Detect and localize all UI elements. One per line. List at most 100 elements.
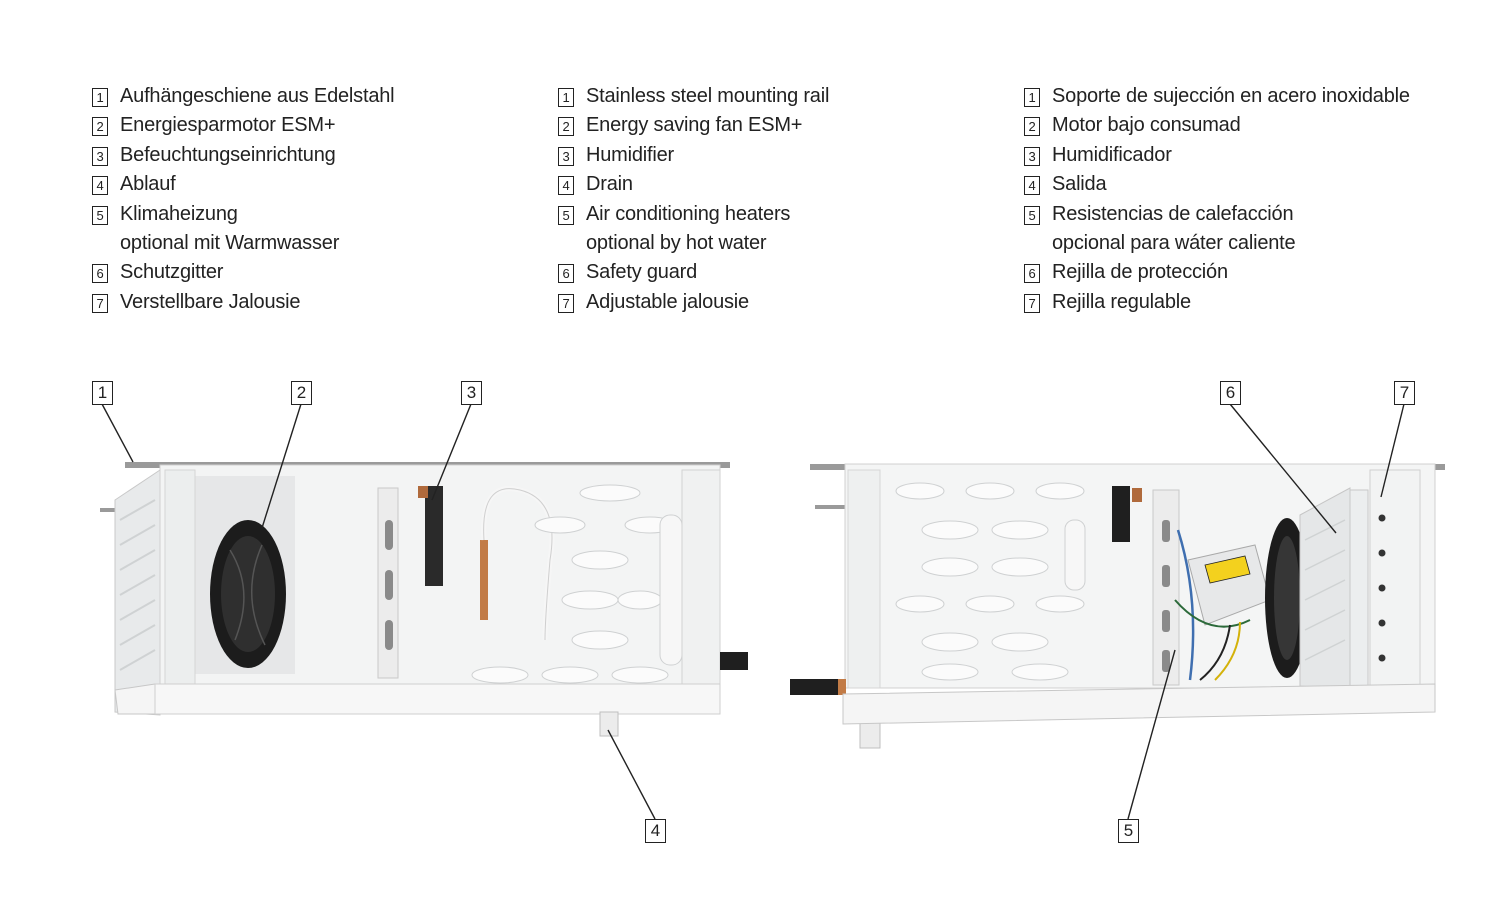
item-text-line: Verstellbare Jalousie	[120, 290, 301, 313]
item-number-box: 4	[558, 176, 574, 196]
item-text-line: Ablauf	[120, 173, 176, 196]
item-text: Ablauf	[120, 170, 176, 199]
item-number-box: 5	[558, 205, 574, 225]
legend-item: 1 Stainless steel mounting rail	[558, 82, 829, 111]
item-text: Adjustable jalousie	[586, 288, 749, 317]
item-text-line: Air conditioning heaters	[586, 202, 791, 225]
item-text-line: Drain	[586, 173, 633, 196]
item-text-line: Adjustable jalousie	[586, 290, 749, 313]
item-text-line: Befeuchtungseinrichtung	[120, 143, 336, 166]
item-text: Soporte de sujección en acero inoxidable	[1052, 82, 1410, 111]
callout-3: 3	[461, 381, 482, 405]
item-text-line: Safety guard	[586, 261, 698, 284]
item-text: Motor bajo consumad	[1052, 111, 1241, 140]
legend-item: 7 Verstellbare Jalousie	[92, 288, 394, 317]
item-text: Drain	[586, 170, 633, 199]
callout-5: 5	[1118, 819, 1139, 843]
item-text-line: Resistencias de calefacción	[1052, 202, 1294, 225]
legend-item: 1 Aufhängeschiene aus Edelstahl	[92, 82, 395, 111]
item-text-line: Rejilla regulable	[1052, 290, 1191, 313]
item-number-box: 5	[92, 205, 108, 225]
item-text: Salida	[1052, 170, 1107, 199]
legend-item: 4 Ablauf	[92, 170, 394, 199]
item-text: Humidificador	[1052, 141, 1172, 170]
item-text-line: Energiesparmotor ESM+	[120, 114, 336, 137]
item-number-box: 1	[1024, 88, 1040, 107]
legend-item: 5 Resistencias de calefacción opcional par…	[1024, 200, 1410, 259]
item-text: Befeuchtungseinrichtung	[120, 141, 336, 170]
unit-right-illustration	[790, 463, 1445, 749]
legend-item: 3 Befeuchtungseinrichtung	[92, 141, 394, 170]
item-number-box: 7	[1024, 293, 1040, 313]
item-number-box: 3	[558, 146, 574, 166]
legend-spanish: 1 Soporte de sujección en acero inoxidabl…	[1024, 82, 1410, 317]
legend-item: 7 Rejilla regulable	[1024, 288, 1410, 317]
item-text: Energy saving fan ESM+	[586, 111, 802, 140]
item-number-box: 7	[92, 293, 108, 313]
item-number-box: 7	[558, 293, 574, 313]
legend-item: 5 Klimaheizung optional mit Warmwasser	[92, 200, 394, 259]
callout-7: 7	[1394, 381, 1415, 405]
item-text-line: Humidifier	[586, 143, 675, 166]
item-text-line: Rejilla de protección	[1052, 261, 1228, 284]
legend-item: 1 Soporte de sujección en acero inoxidabl…	[1024, 82, 1410, 111]
item-number-box: 6	[558, 264, 574, 284]
item-text-line: Energy saving fan ESM+	[586, 114, 803, 137]
item-text: Klimaheizung optional mit Warmwasser	[120, 200, 339, 259]
item-text-line: optional by hot water	[586, 232, 767, 255]
item-number-box: 6	[1024, 264, 1040, 284]
item-text: Schutzgitter	[120, 258, 223, 287]
item-number-box: 4	[92, 176, 108, 196]
item-text: Verstellbare Jalousie	[120, 288, 301, 317]
legend-item: 4 Salida	[1024, 170, 1410, 199]
item-text: Humidifier	[586, 141, 674, 170]
legend-item: 7 Adjustable jalousie	[558, 288, 829, 317]
item-number-box: 2	[558, 117, 574, 137]
item-text-line: Stainless steel mounting rail	[586, 85, 830, 107]
item-text: Aufhängeschiene aus Edelstahl	[120, 82, 395, 111]
legend-item: 6 Rejilla de protección	[1024, 258, 1410, 287]
item-text: Energiesparmotor ESM+	[120, 111, 336, 140]
item-number-box: 1	[92, 88, 108, 107]
legend-german: 1 Aufhängeschiene aus Edelstahl 2 Energiesp…	[92, 82, 395, 317]
legend-item: 5 Air conditioning heaters optional by hot…	[558, 200, 829, 259]
item-text-line: opcional para wáter caliente	[1052, 232, 1296, 255]
item-number-box: 2	[92, 117, 108, 137]
legend-item: 4 Drain	[558, 170, 829, 199]
item-number-box: 6	[92, 264, 108, 284]
item-text-line: Schutzgitter	[120, 261, 224, 284]
item-text-line: Salida	[1052, 173, 1107, 196]
legend-item: 2 Motor bajo consumad	[1024, 111, 1410, 140]
legend-item: 2 Energiesparmotor ESM+	[92, 111, 394, 140]
item-text-line: Motor bajo consumad	[1052, 114, 1241, 137]
callout-2: 2	[291, 381, 312, 405]
callout-1: 1	[92, 381, 113, 405]
item-number-box: 2	[1024, 117, 1040, 137]
item-number-box: 4	[1024, 176, 1040, 196]
item-text: Stainless steel mounting rail	[586, 82, 829, 111]
legend-english: 1 Stainless steel mounting rail 2 Energy sa…	[558, 82, 829, 317]
legend-item: 3 Humidifier	[558, 141, 829, 170]
item-text-line: optional mit Warmwasser	[120, 232, 340, 255]
item-number-box: 3	[92, 146, 108, 166]
item-text: Resistencias de calefacción opcional para…	[1052, 200, 1296, 259]
legend-item: 6 Schutzgitter	[92, 258, 394, 287]
callout-4: 4	[645, 819, 666, 843]
legend-item: 6 Safety guard	[558, 258, 829, 287]
item-text-line: Humidificador	[1052, 143, 1172, 166]
item-number-box: 5	[1024, 205, 1040, 225]
item-number-box: 3	[1024, 146, 1040, 166]
item-number-box: 1	[558, 88, 574, 107]
item-text: Rejilla de protección	[1052, 258, 1228, 287]
unit-left-illustration	[100, 462, 748, 737]
item-text: Air conditioning heaters optional by hot …	[586, 200, 790, 259]
item-text-line: Soporte de sujección en acero inoxidable	[1052, 85, 1410, 107]
legend-item: 2 Energy saving fan ESM+	[558, 111, 829, 140]
legend-item: 3 Humidificador	[1024, 141, 1410, 170]
callout-leader-lines	[101, 403, 1405, 820]
callout-6: 6	[1220, 381, 1241, 405]
item-text-line: Aufhängeschiene aus Edelstahl	[120, 85, 395, 107]
item-text: Rejilla regulable	[1052, 288, 1191, 317]
item-text-line: Klimaheizung	[120, 202, 238, 225]
